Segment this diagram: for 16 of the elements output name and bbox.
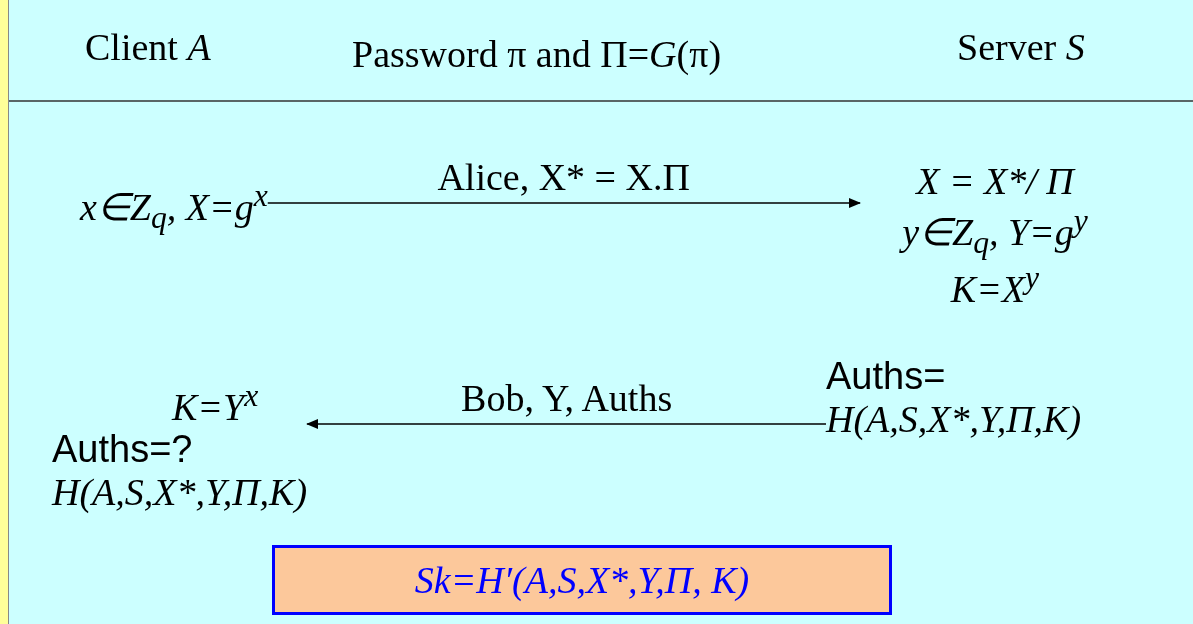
formula-text: y∈Z$_{q}$, Y=g$^{y}$: [860, 202, 1130, 261]
column-heading: Server S: [957, 25, 1085, 69]
column-heading: Password π and Π=G(π): [352, 32, 722, 76]
session-key-box: [272, 545, 892, 615]
formula-text: H(A,S,X*,Y,Π,K): [52, 470, 308, 514]
column-heading: Client A: [85, 25, 211, 69]
formula-text: Auths=?: [52, 428, 194, 471]
arrow: [267, 198, 861, 208]
formula-text: K=Y$^{x}$: [170, 378, 260, 429]
formula-text: H(A,S,X*,Y,Π,K): [826, 397, 1083, 441]
formula-text: K=X$^{y}$: [949, 260, 1041, 311]
formula-text: x∈Z$_{q}$, X=g$^{x}$: [80, 178, 268, 236]
formula-text: Sk=H′(A,S,X*,Y,Π, K): [414, 558, 750, 602]
formula-text: X = X*/ Π: [914, 160, 1077, 203]
arrow: [306, 419, 827, 429]
formula-text: Auths=: [826, 355, 947, 398]
